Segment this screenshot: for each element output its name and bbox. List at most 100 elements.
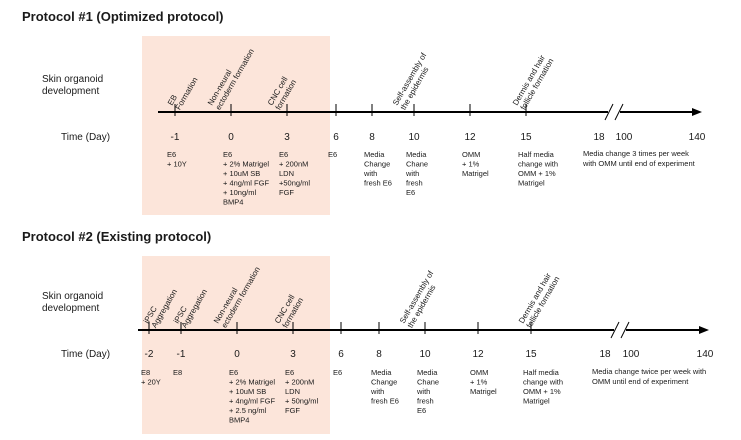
culture-condition: FGF <box>285 406 300 415</box>
day-label: 100 <box>623 349 640 360</box>
culture-condition: Chane <box>417 378 439 387</box>
timeline-arrowhead <box>692 108 702 116</box>
day-label: 6 <box>333 132 339 143</box>
culture-condition: OMM + 1% <box>518 169 556 178</box>
culture-condition: fresh E6 <box>371 397 399 406</box>
day-label: 3 <box>290 349 296 360</box>
media-change-note: Media change 3 times per week <box>583 149 689 158</box>
protocol-title: Protocol #1 (Optimized protocol) <box>22 9 224 24</box>
culture-condition: Matrigel <box>462 169 489 178</box>
culture-condition: Media <box>417 368 438 377</box>
day-label: -1 <box>171 132 180 143</box>
culture-condition: + 2.5 ng/ml <box>229 406 267 415</box>
culture-condition: OMM + 1% <box>523 387 561 396</box>
protocol-1-panel: Protocol #1 (Optimized protocol) Skin org… <box>22 9 706 215</box>
culture-condition: + 200nM <box>285 378 314 387</box>
axis-break-mark <box>610 321 620 339</box>
time-axis-label: Time (Day) <box>61 132 110 143</box>
culture-condition: + 1% <box>462 160 480 169</box>
culture-condition: fresh <box>417 397 434 406</box>
culture-condition: + 10uM SB <box>229 387 266 396</box>
protocol-2-panel: Protocol #2 (Existing protocol) Skin orga… <box>22 229 714 434</box>
culture-condition: Chane <box>406 160 428 169</box>
row-label: Skin organoid <box>42 291 103 302</box>
culture-condition: + 2% Matrigel <box>223 160 269 169</box>
culture-condition: LDN <box>279 169 294 178</box>
culture-condition: LDN <box>285 387 300 396</box>
culture-condition: fresh <box>406 179 423 188</box>
culture-condition: E6 <box>328 150 337 159</box>
culture-condition: with <box>416 387 430 396</box>
culture-condition: OMM <box>470 368 488 377</box>
culture-condition: BMP4 <box>229 416 249 425</box>
day-label: 0 <box>234 349 240 360</box>
culture-condition: E6 <box>406 188 415 197</box>
day-label: 15 <box>525 349 537 360</box>
culture-condition: Media <box>364 150 385 159</box>
culture-condition: + 4ng/ml FGF <box>229 397 275 406</box>
protocol-title: Protocol #2 (Existing protocol) <box>22 229 211 244</box>
culture-condition: E6 <box>285 368 294 377</box>
day-label: 15 <box>520 132 532 143</box>
culture-condition: E6 <box>229 368 238 377</box>
axis-break-mark <box>604 103 614 121</box>
day-label: 8 <box>376 349 382 360</box>
day-label: 12 <box>464 132 476 143</box>
culture-condition: Media <box>406 150 427 159</box>
culture-condition: + 1% <box>470 378 488 387</box>
early-phase-highlight <box>142 36 330 215</box>
culture-condition: with <box>405 169 419 178</box>
row-label: Skin organoid <box>42 74 103 85</box>
day-label: 6 <box>338 349 344 360</box>
day-label: -2 <box>145 349 154 360</box>
media-change-note: with OMM until end of experiment <box>582 159 696 168</box>
culture-condition: with <box>363 169 377 178</box>
culture-condition: + 20Y <box>141 378 161 387</box>
culture-condition: change with <box>518 160 558 169</box>
culture-condition: BMP4 <box>223 198 243 207</box>
culture-condition: E8 <box>141 368 150 377</box>
culture-condition: Matrigel <box>470 387 497 396</box>
culture-condition: + 10Y <box>167 160 187 169</box>
culture-condition: Change <box>371 378 397 387</box>
day-label: 10 <box>408 132 420 143</box>
culture-condition: E6 <box>417 406 426 415</box>
culture-condition: + 50ng/ml <box>285 397 318 406</box>
day-label: 12 <box>472 349 484 360</box>
culture-condition: FGF <box>279 188 294 197</box>
culture-condition: Matrigel <box>523 397 550 406</box>
row-label: development <box>42 303 99 314</box>
culture-condition: OMM <box>462 150 480 159</box>
culture-condition: fresh E6 <box>364 179 392 188</box>
culture-condition: + 10uM SB <box>223 169 260 178</box>
culture-condition: E6 <box>223 150 232 159</box>
day-label: 140 <box>689 132 706 143</box>
culture-condition: + 4ng/ml FGF <box>223 179 269 188</box>
timeline-arrowhead <box>699 326 709 334</box>
culture-condition: + 10ng/ml <box>223 188 256 197</box>
culture-condition: E8 <box>173 368 182 377</box>
culture-condition: Media <box>371 368 392 377</box>
early-phase-highlight <box>142 256 330 434</box>
culture-condition: Half media <box>523 368 560 377</box>
culture-condition: + 200nM <box>279 160 308 169</box>
axis-break-mark <box>620 321 630 339</box>
day-label: 0 <box>228 132 234 143</box>
media-change-note: Media change twice per week with <box>592 367 706 376</box>
day-label: 100 <box>616 132 633 143</box>
culture-condition: Half media <box>518 150 555 159</box>
culture-condition: E6 <box>333 368 342 377</box>
day-label: 18 <box>593 132 605 143</box>
culture-condition: E6 <box>279 150 288 159</box>
day-label: 8 <box>369 132 375 143</box>
axis-break-mark <box>614 103 624 121</box>
culture-condition: change with <box>523 378 563 387</box>
time-axis-label: Time (Day) <box>61 349 110 360</box>
culture-condition: Change <box>364 160 390 169</box>
culture-condition: + 2% Matrigel <box>229 378 275 387</box>
day-label: 10 <box>419 349 431 360</box>
